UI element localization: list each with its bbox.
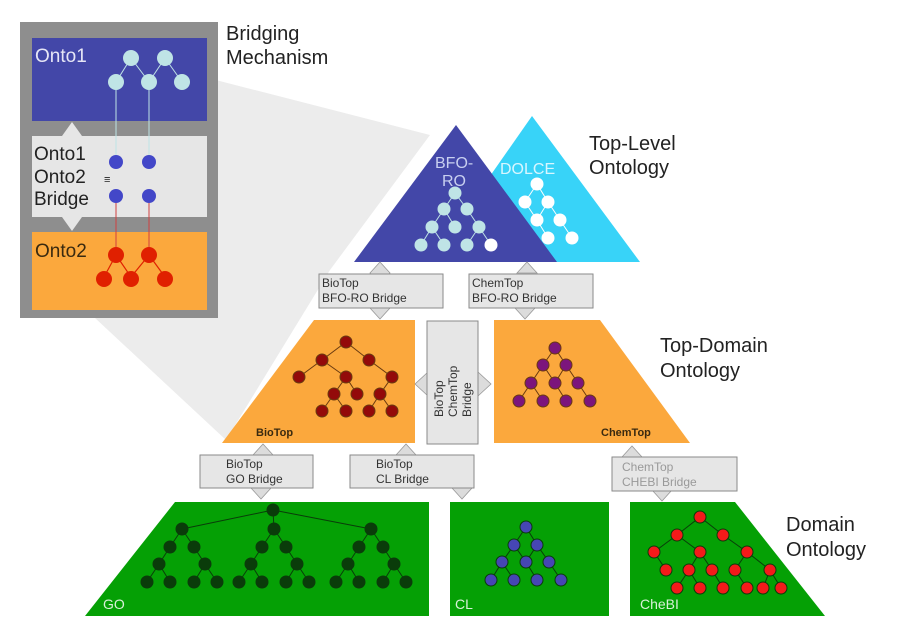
biotop-cl-bridge-line2: CL Bridge bbox=[376, 472, 429, 486]
go-tree-node bbox=[255, 540, 269, 554]
go-tree-node bbox=[163, 575, 177, 589]
go-tree-node bbox=[376, 540, 390, 554]
go-tree-node bbox=[279, 540, 293, 554]
bridge-box bbox=[32, 136, 207, 217]
cl-tree bbox=[484, 520, 568, 587]
bridge-links bbox=[115, 196, 150, 255]
go-tree-node bbox=[290, 557, 304, 571]
bridge-nodes bbox=[109, 155, 156, 203]
dolce-tree bbox=[518, 177, 579, 245]
biotop-go-bridge: BioTop GO Bridge bbox=[199, 443, 314, 500]
go-tree-node bbox=[175, 522, 189, 536]
bridging-title-line2: Mechanism bbox=[226, 47, 328, 69]
bridge-label-line1: Onto1 bbox=[34, 144, 86, 165]
go-tree bbox=[140, 503, 413, 589]
top-domain-label-line1: Top-Domain bbox=[660, 335, 768, 357]
go-tree-node bbox=[364, 522, 378, 536]
go-trapezoid bbox=[85, 502, 429, 616]
go-tree-node bbox=[376, 575, 390, 589]
go-tree-node bbox=[352, 575, 366, 589]
onto2-nodes bbox=[96, 247, 173, 287]
chemtop-tree bbox=[512, 341, 597, 408]
top-level-label-line1: Top-Level bbox=[589, 133, 676, 155]
go-tree-node bbox=[266, 503, 280, 517]
chemtop-label: ChemTop bbox=[601, 427, 651, 439]
bridge-label-line2: Onto2 bbox=[34, 167, 86, 188]
bridge-arrow-up bbox=[62, 122, 82, 136]
go-tree-node bbox=[187, 575, 201, 589]
go-tree-node bbox=[255, 575, 269, 589]
equivalence-symbol: ≡ bbox=[104, 174, 110, 186]
go-label: GO bbox=[103, 596, 125, 612]
biotop-go-bridge-line2: GO Bridge bbox=[226, 472, 283, 486]
cl-label: CL bbox=[455, 596, 473, 612]
go-tree-node bbox=[210, 575, 224, 589]
go-tree-node bbox=[352, 540, 366, 554]
go-tree-edge bbox=[181, 509, 274, 530]
bfo-label-line2: RO bbox=[442, 173, 466, 190]
go-tree-node bbox=[198, 557, 212, 571]
go-tree-node bbox=[267, 522, 281, 536]
chemtop-bforo-bridge-line2: BFO-RO Bridge bbox=[472, 291, 557, 305]
go-tree-node bbox=[279, 575, 293, 589]
chemtop-bforo-bridge: ChemTop BFO-RO Bridge bbox=[468, 261, 594, 320]
chemtop-chebi-bridge-line2: CHEBI Bridge bbox=[622, 475, 697, 489]
onto2-box bbox=[32, 232, 207, 310]
biotop-cl-bridge-line1: BioTop bbox=[376, 457, 413, 471]
biotop-go-bridge-line1: BioTop bbox=[226, 457, 263, 471]
biotop-chemtop-bridge-line1: BioTop bbox=[432, 380, 446, 417]
go-tree-node bbox=[140, 575, 154, 589]
bridge-label-line3: Bridge bbox=[34, 189, 89, 210]
onto1-label: Onto1 bbox=[35, 46, 87, 67]
go-tree-node bbox=[163, 540, 177, 554]
chebi-tree bbox=[647, 510, 788, 595]
go-tree-node bbox=[302, 575, 316, 589]
chemtop-chebi-bridge-line1: ChemTop bbox=[622, 460, 674, 474]
go-tree-node bbox=[341, 557, 355, 571]
chemtop-bforo-bridge-line1: ChemTop bbox=[472, 276, 524, 290]
top-level-label-line2: Ontology bbox=[589, 157, 669, 179]
go-tree-node bbox=[399, 575, 413, 589]
onto1-nodes bbox=[108, 50, 190, 90]
chemtop-trapezoid bbox=[494, 320, 690, 443]
chemtop-chebi-bridge: ChemTop CHEBI Bridge bbox=[611, 445, 738, 502]
biotop-chemtop-bridge-line3: Bridge bbox=[460, 382, 474, 417]
biotop-chemtop-bridge: BioTop ChemTop Bridge bbox=[414, 320, 492, 445]
bridging-title-line1: Bridging bbox=[226, 23, 299, 45]
biotop-bforo-bridge-line2: BFO-RO Bridge bbox=[322, 291, 407, 305]
domain-label-line2: Ontology bbox=[786, 539, 866, 561]
domain-label-line1: Domain bbox=[786, 514, 855, 536]
biotop-chemtop-bridge-line2: ChemTop bbox=[446, 365, 460, 417]
go-tree-edge bbox=[272, 509, 372, 530]
go-tree-node bbox=[387, 557, 401, 571]
go-tree-node bbox=[244, 557, 258, 571]
go-tree-node bbox=[152, 557, 166, 571]
biotop-bforo-bridge-line1: BioTop bbox=[322, 276, 359, 290]
go-tree-node bbox=[187, 540, 201, 554]
biotop-cl-bridge: BioTop CL Bridge bbox=[349, 443, 475, 500]
go-tree-node bbox=[329, 575, 343, 589]
onto2-label: Onto2 bbox=[35, 241, 87, 262]
bfo-label-line1: BFO- bbox=[435, 155, 473, 172]
biotop-label: BioTop bbox=[256, 427, 293, 439]
bfo-ro-tree bbox=[414, 186, 498, 252]
bridging-mechanism-panel: Onto1 Onto1 Onto2 ≡ Bridge Onto2 bbox=[20, 22, 218, 318]
chebi-label: CheBI bbox=[640, 596, 679, 612]
top-domain-label-line2: Ontology bbox=[660, 360, 740, 382]
go-tree-node bbox=[232, 575, 246, 589]
bridge-arrow-down bbox=[62, 217, 82, 231]
biotop-bforo-bridge: BioTop BFO-RO Bridge bbox=[318, 261, 444, 320]
dolce-label: DOLCE bbox=[500, 161, 555, 178]
biotop-tree bbox=[292, 335, 399, 418]
